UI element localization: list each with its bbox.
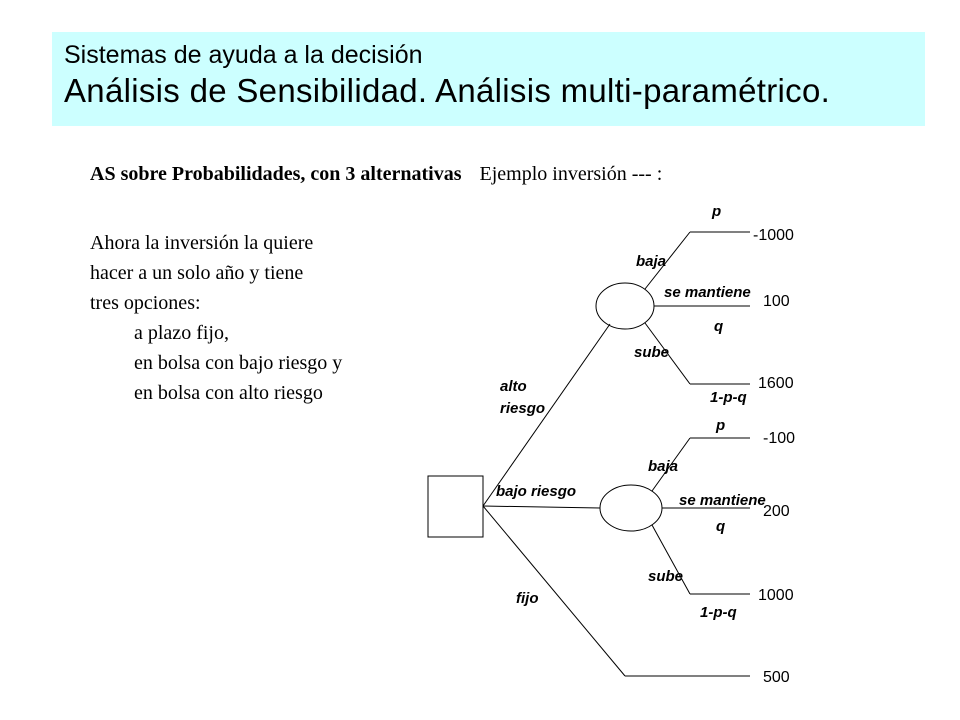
payoff-value: 500 — [763, 669, 790, 686]
alt-label-alto: alto — [500, 378, 527, 395]
branch-bajo-sube — [651, 524, 691, 595]
description-line: hacer a un solo año y tiene — [90, 262, 304, 284]
branch-fijo — [482, 505, 626, 677]
prob-label: p — [715, 417, 725, 434]
prob-label: q — [714, 318, 723, 335]
branch-alto — [482, 323, 611, 507]
payoff-value: 1600 — [758, 375, 794, 392]
decision-node — [427, 475, 484, 538]
payoff-value: 200 — [763, 503, 790, 520]
prob-label: 1-p-q — [700, 604, 737, 621]
prob-label: 1-p-q — [710, 389, 747, 406]
description-line: Ahora la inversión la quiere — [90, 232, 314, 254]
option-item: en bolsa con alto riesgo — [134, 382, 323, 404]
branch-label: baja — [648, 458, 678, 475]
description-line: tres opciones: — [90, 292, 201, 314]
branch-alto-sube — [644, 322, 691, 385]
alt-label-bajo: bajo riesgo — [496, 483, 576, 500]
branch-alto-baja — [644, 231, 691, 290]
payoff-value: 100 — [763, 293, 790, 310]
branch-bajo — [482, 505, 601, 509]
branch-label: se mantiene — [664, 284, 751, 301]
branch-label: baja — [636, 253, 666, 270]
option-item: a plazo fijo, — [134, 322, 229, 344]
header-title: Análisis de Sensibilidad. Análisis multi… — [64, 72, 831, 109]
payoff-value: -100 — [763, 430, 795, 447]
heading-bold: AS sobre Probabilidades, con 3 alternati… — [90, 163, 462, 185]
chance-node-bajo — [599, 484, 663, 532]
slide-header: Sistemas de ayuda a la decisión Análisis… — [52, 32, 925, 126]
payoff-value: 1000 — [758, 587, 794, 604]
branch-label: se mantiene — [679, 492, 766, 509]
description-text: Ahora la inversión la quiere hacer a un … — [90, 228, 342, 408]
section-heading: AS sobre Probabilidades, con 3 alternati… — [90, 163, 662, 186]
option-item: en bolsa con bajo riesgo y — [134, 352, 343, 374]
branch-label: sube — [634, 344, 669, 361]
prob-label: p — [711, 203, 721, 220]
chance-node-alto — [595, 282, 655, 330]
branch-bajo-baja — [651, 437, 691, 492]
branch-label: sube — [648, 568, 683, 585]
alt-label-alto: riesgo — [500, 400, 545, 417]
payoff-value: -1000 — [753, 227, 794, 244]
alt-label-fijo: fijo — [516, 590, 539, 607]
header-subtitle: Sistemas de ayuda a la decisión — [64, 41, 423, 69]
example-label: Ejemplo inversión --- : — [479, 163, 663, 185]
prob-label: q — [716, 518, 725, 535]
